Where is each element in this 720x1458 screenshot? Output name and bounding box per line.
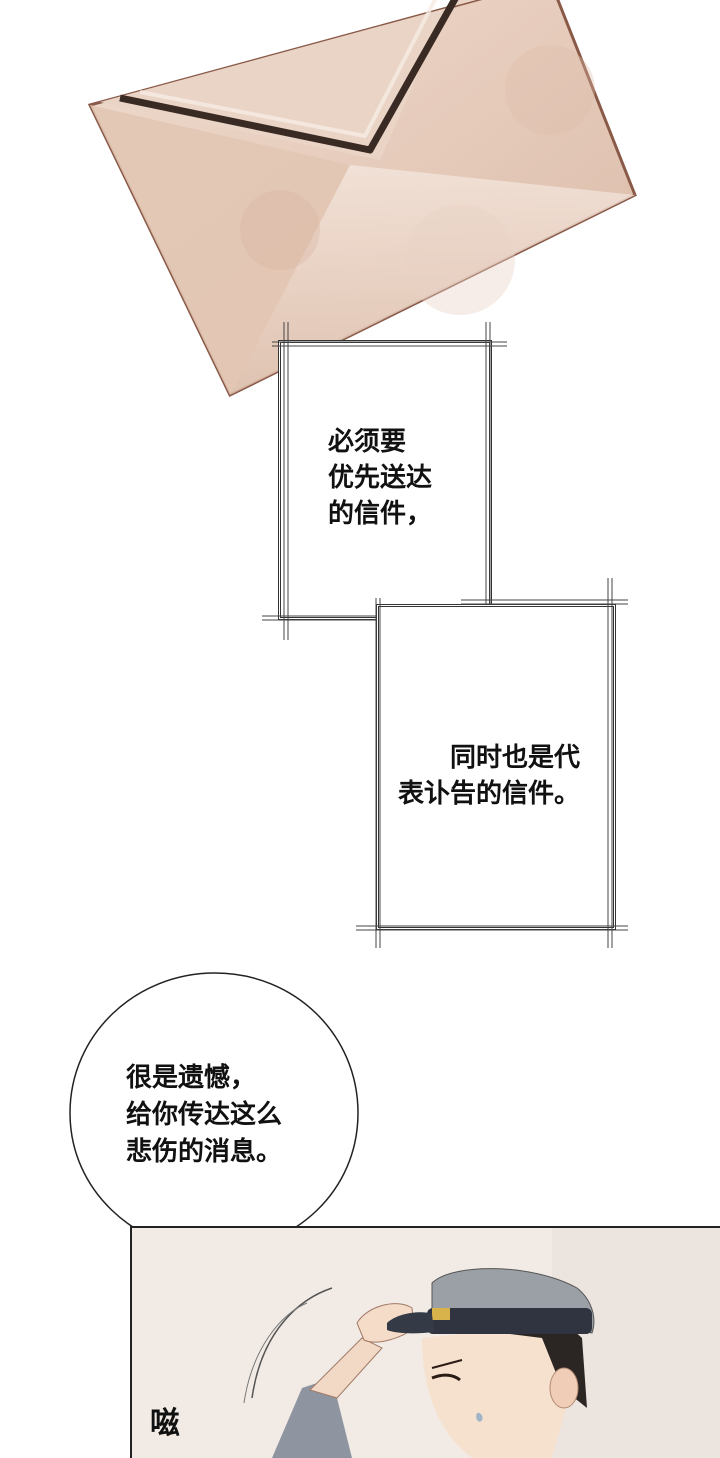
- envelope-illustration: [87, 0, 637, 398]
- caption-1-text: 必须要 优先送达 的信件，: [328, 427, 433, 529]
- caption-box-2-frame-lines: [356, 578, 628, 948]
- caption-2-text: 同时也是代 表讣告的信件。: [398, 743, 581, 809]
- speech-bubble-text: 很是遗憾， 给你传达这么 悲伤的消息。: [126, 1063, 283, 1167]
- mail-carrier-illustration: [132, 1228, 720, 1458]
- caption-box-1-frame-lines: [262, 322, 507, 640]
- sound-effect: 嗞: [150, 1406, 180, 1441]
- bottom-panel: [130, 1226, 720, 1458]
- caption-box-2: [376, 604, 616, 930]
